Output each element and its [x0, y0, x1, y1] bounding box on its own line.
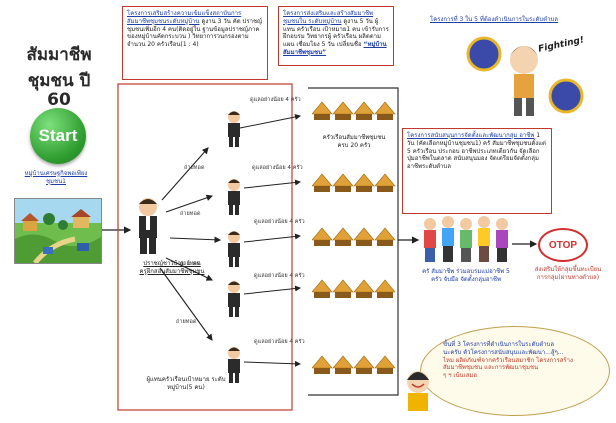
- transfer-label-4: ถ่ายทอด: [176, 319, 197, 325]
- branch-label-2: ดูแลอย่างน้อย 4 ครัว: [252, 165, 303, 171]
- info-box-top-mid-body: ดูงาน 5 วัน ผู้แทน ครัวเรือน เป้าหมาย1 ค…: [283, 17, 389, 49]
- transfer-label-2: ถ่ายทอด: [180, 211, 201, 217]
- info-box-top-left-body: ดูงาน 3 วัน คัด ปราชญ์ชุมชนเพิ่มอีก 4 คน…: [127, 17, 263, 49]
- page-title: สัมมาชีพ ชุมชน ปี 60: [18, 45, 100, 111]
- small-person: [222, 346, 246, 388]
- otop-logo: OTOP: [538, 228, 588, 262]
- branch-label-5: ดูแลอย่างน้อย 4 ครัว: [254, 339, 305, 345]
- title-line2: ชุมชน ปี 60: [27, 70, 91, 111]
- info-box-right-title: โครงการสนับสนุนการจัดตั้งและพัฒนากลุ่ม อ…: [407, 132, 535, 139]
- note-line: สัมมาชีพชุมชน และการพัฒนาชุมชน: [443, 364, 539, 372]
- note-bubble: ขั้นที่ 3 โครงการที่ดำเนินการในระดับตำบล…: [420, 326, 610, 416]
- group-caption: ครั สัมมาชีพ ร่วมอบรมแม่อาชีพ 5 ครัว จับ…: [422, 268, 510, 283]
- house-group-2: [311, 172, 396, 198]
- fighting-character: Fighting!: [462, 30, 588, 122]
- center-person-caption-line2: ครูฝึกสอนสัมมาชีพชุมชน: [139, 267, 205, 275]
- house-group-3: [311, 226, 396, 252]
- top-right-caption: โครงการที่ 3 ใน 5 ที่ต้องดำเนินการในระดั…: [430, 16, 558, 23]
- info-box-top-left: โครงการเสริมสร้างความเข้มแข็งสถาบันการ ส…: [122, 6, 268, 80]
- info-box-top-mid-highlight: “หมู่บ้านสัมมาชีพชุมชน”: [283, 41, 387, 56]
- note-line: นะครับ ตัวโครงการสนับสนุนและพัฒนา...สู้ๆ…: [443, 348, 564, 356]
- title-line1: สัมมาชีพ: [26, 45, 92, 65]
- note-character: [398, 366, 438, 416]
- small-person: [222, 110, 246, 152]
- otop-label: OTOP: [548, 239, 578, 251]
- small-person: [222, 230, 246, 272]
- start-caption: หมู่บ้านเศรษฐกิจพอเพียง ชุมชน1: [24, 170, 88, 185]
- village-illustration: [14, 198, 102, 264]
- center-bottom-caption: ผู้แทนครัวเรือนเป้าหมาย ระดับหมู่บ้าน(5 …: [146, 376, 226, 391]
- small-person: [222, 178, 246, 220]
- branch-label-3: ดูแลอย่างน้อย 4 ครัว: [254, 219, 305, 225]
- info-box-top-left-title: โครงการเสริมสร้างความเข้มแข็งสถาบันการ ส…: [127, 10, 242, 25]
- center-person-caption: ปราชญ์ชาวบ้าน 1 คน ครูฝึกสอนสัมมาชีพชุมช…: [122, 260, 222, 276]
- otop-caption: ส่งเสริมให้กลุ่มขึ้นทะเบียน การกลุ่ม(ผ่า…: [534, 266, 602, 281]
- info-box-top-mid: โครงการส่งเสริมและสร้างสัมมาชีพชุมชนใน ร…: [278, 6, 394, 66]
- group-people: [418, 212, 512, 266]
- center-person: [130, 196, 166, 256]
- transfer-label-1: ถ่ายทอด: [184, 165, 205, 171]
- info-box-right-body: 1 วัน (คัดเลือกหมู่บ้านชุมชน1) ครั สัมมา…: [407, 132, 546, 171]
- houses-caption: ครัวเรือนสัมมาชีพชุมชน ครบ 20 ครัว: [322, 134, 386, 149]
- house-group-4: [311, 278, 396, 304]
- branch-label-1: ดูแลอย่างน้อย 4 ครัว: [250, 97, 301, 103]
- house-group-1: [311, 100, 396, 126]
- note-line: ไหม ผลิตภัณฑ์จากครัวเรือนสมาชิก โครงการส…: [443, 356, 573, 364]
- small-person: [222, 280, 246, 322]
- note-line: ขั้นที่ 3 โครงการที่ดำเนินการในระดับตำบล: [443, 341, 555, 348]
- branch-label-4: ดูแลอย่างน้อย 4 ครัว: [254, 273, 305, 279]
- start-label: Start: [38, 126, 78, 145]
- house-group-5: [311, 354, 396, 380]
- center-person-caption-line1: ปราชญ์ชาวบ้าน 1 คน: [143, 260, 201, 267]
- note-line: ๆ ฯ เน้นเสมอ: [443, 372, 477, 380]
- start-button[interactable]: Start: [30, 108, 86, 164]
- transfer-label-3: ถ่ายทอด: [180, 261, 201, 267]
- info-box-right: โครงการสนับสนุนการจัดตั้งและพัฒนากลุ่ม อ…: [402, 128, 552, 214]
- info-box-top-mid-title: โครงการส่งเสริมและสร้างสัมมาชีพชุมชนใน ร…: [283, 10, 374, 25]
